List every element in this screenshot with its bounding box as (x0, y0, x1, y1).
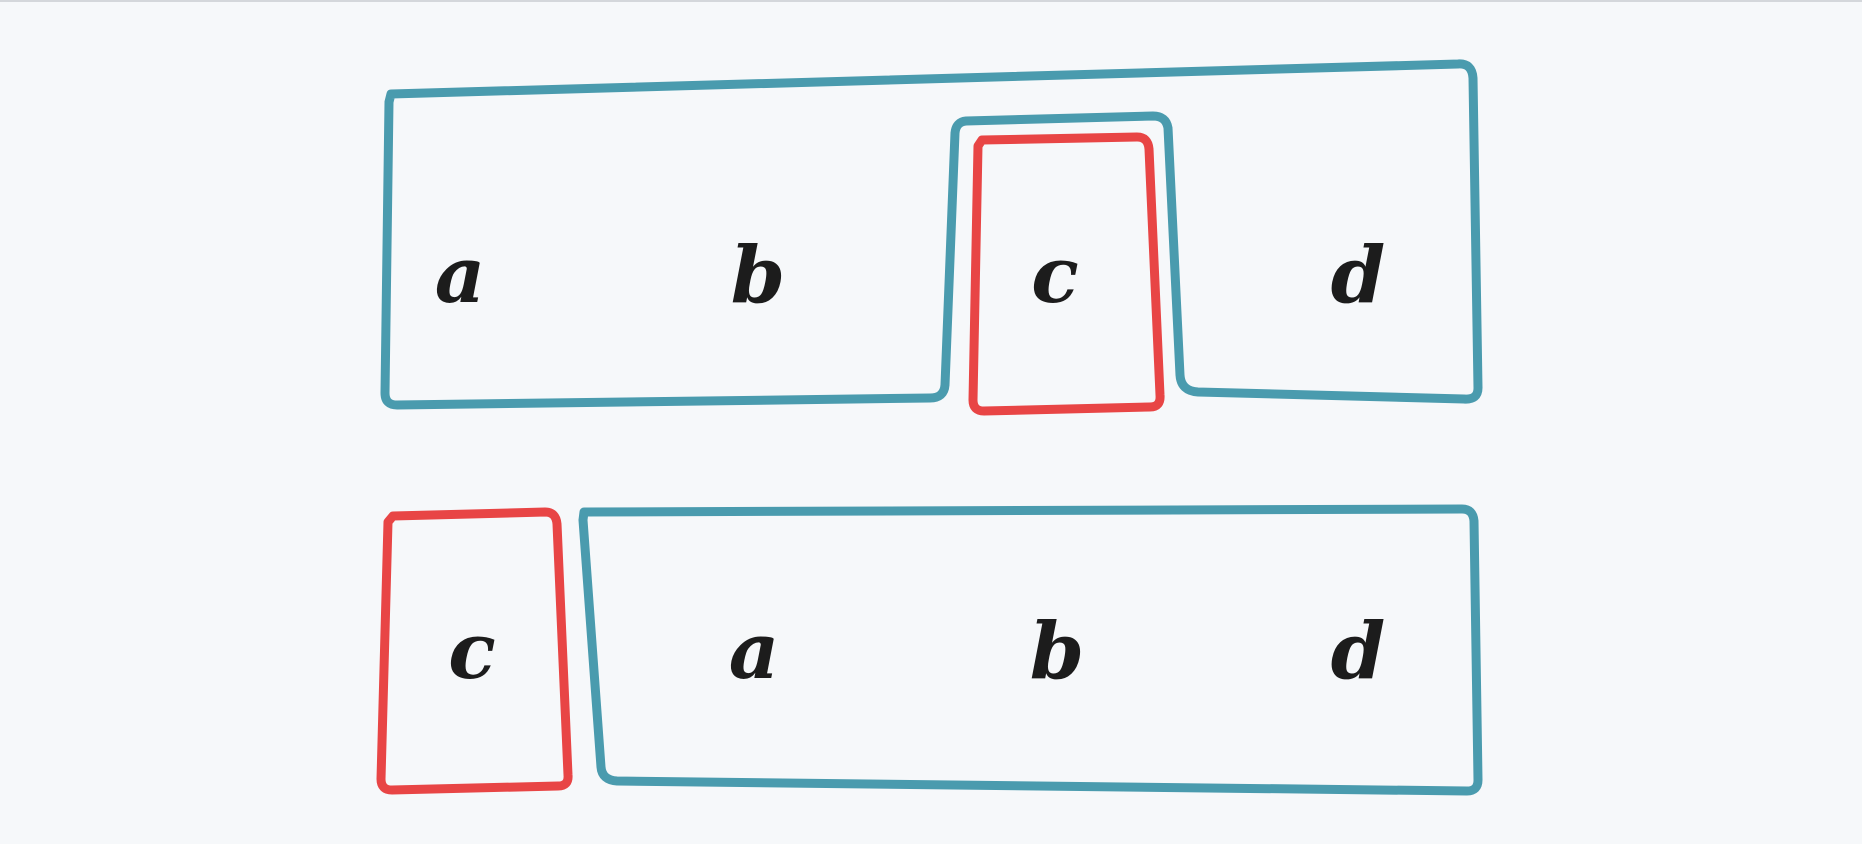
after-letter-2: a (729, 606, 780, 697)
before-letter-2: b (731, 230, 786, 321)
before-letter-3-highlighted: c (1031, 230, 1079, 321)
after-row: c a b d (376, 504, 1483, 796)
before-highlight-outline (968, 132, 1165, 416)
before-row: a b c d (380, 59, 1483, 416)
after-group-outline (578, 504, 1483, 796)
after-letter-1-highlighted: c (448, 606, 496, 697)
after-letter-4: d (1331, 606, 1386, 697)
before-group-outline (380, 59, 1483, 410)
top-divider (0, 0, 1862, 2)
after-highlight-outline (376, 507, 573, 795)
before-letter-1: a (435, 230, 486, 321)
before-letter-4: d (1331, 230, 1386, 321)
after-letter-3: b (1030, 606, 1085, 697)
